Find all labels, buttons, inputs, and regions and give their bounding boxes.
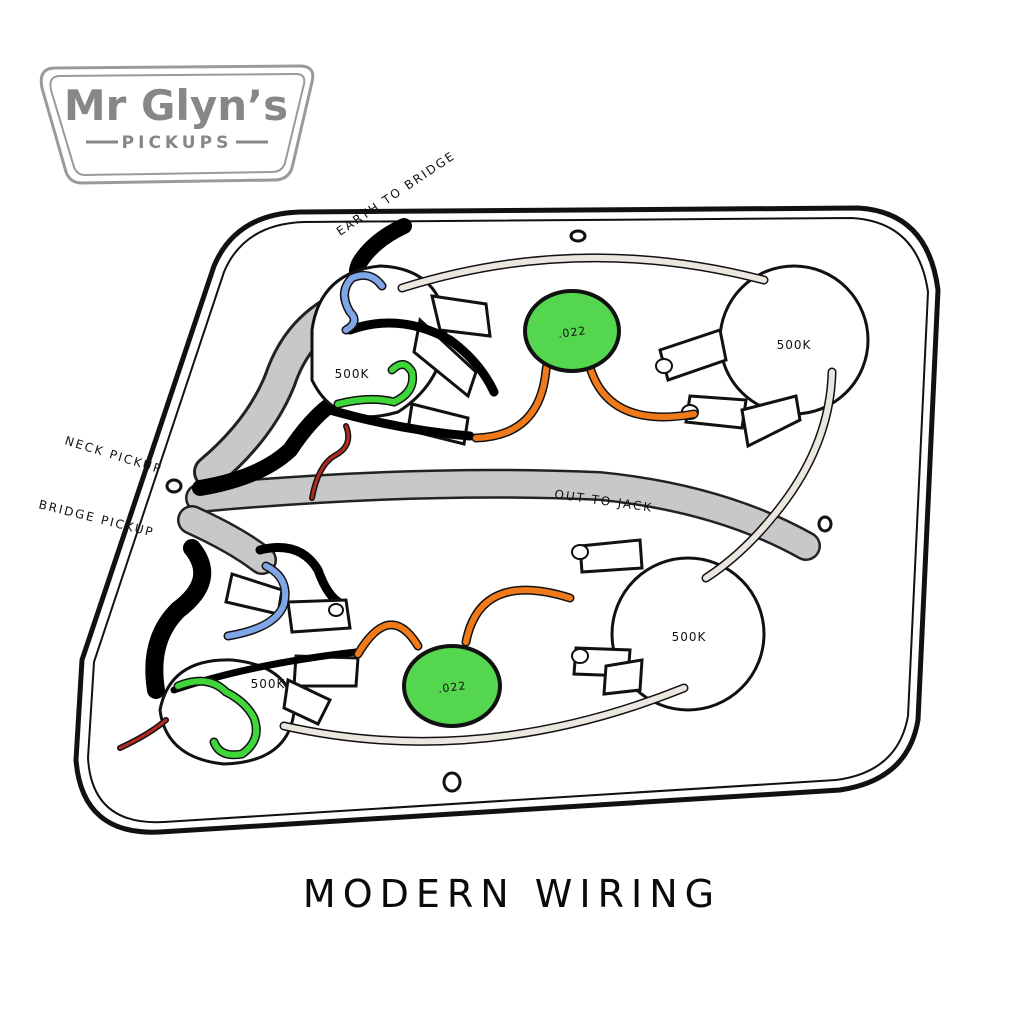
logo-subtitle: PICKUPS [122, 133, 233, 153]
bare-wires [279, 253, 837, 746]
screw-top [569, 229, 587, 243]
capacitor-bridge-value: .022 [437, 679, 467, 696]
capacitor-neck-value: .022 [557, 324, 587, 341]
screw-bottom [442, 771, 462, 793]
screw-left [165, 478, 183, 494]
blue-wires [223, 270, 387, 641]
pot-bridge-volume-value: 500K [251, 677, 286, 691]
red-wires [117, 423, 352, 751]
bridge-cable [145, 505, 347, 699]
logo-name: Mr Glyn’s [64, 81, 288, 130]
green-wires [173, 360, 418, 760]
pot-neck-volume-value: 500K [335, 367, 370, 381]
cap-leads [353, 355, 699, 659]
screw-right [817, 515, 833, 533]
diagram-title: MODERN WIRING [302, 872, 722, 916]
pot-bridge-tone[interactable] [610, 556, 766, 712]
capacitor-bridge[interactable]: .022 [402, 644, 502, 728]
brand-logo: Mr Glyn’s PICKUPS [39, 64, 315, 185]
pot-neck-tone-value: 500K [777, 338, 812, 352]
capacitor-neck[interactable]: .022 [523, 289, 621, 373]
pot-bridge-tone-value: 500K [672, 630, 707, 644]
